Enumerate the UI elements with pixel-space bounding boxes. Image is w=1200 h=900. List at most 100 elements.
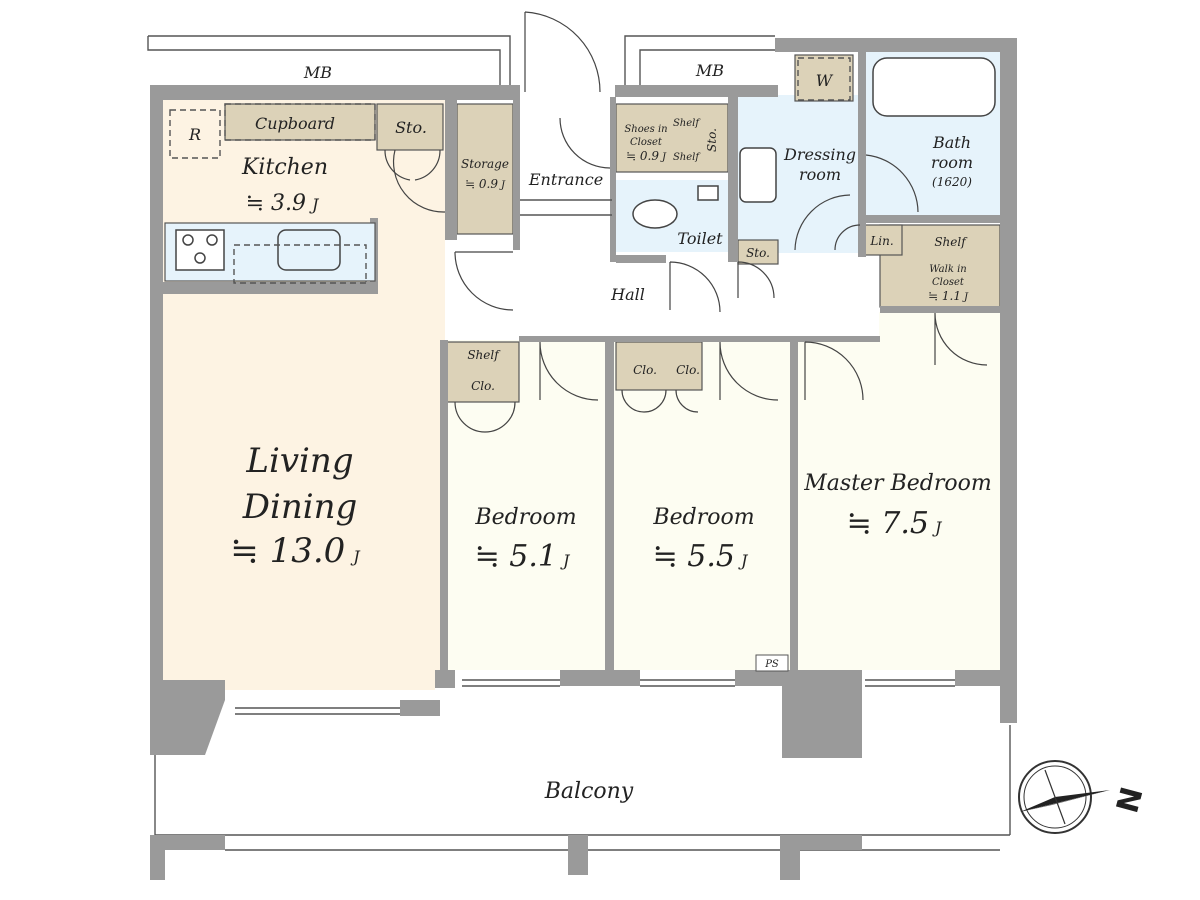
door-hall-living [454, 251, 514, 311]
kitchen-area-value: ≒ 3.9 [246, 191, 306, 216]
wall-bottom-living [400, 700, 440, 716]
compass: N [1018, 760, 1151, 834]
window-living [235, 707, 400, 715]
compass-cross-icon [1044, 769, 1066, 825]
shoes-area-value: ≒ 0.9 [626, 149, 659, 163]
door-kitchen-sto [384, 149, 441, 181]
door-bed2 [719, 341, 779, 401]
bed2-name: Bedroom [652, 505, 754, 530]
bed1-area-unit: J [560, 551, 571, 570]
washbasin [739, 147, 777, 203]
balcony-post-1 [568, 835, 588, 875]
wall-left [150, 85, 163, 690]
door-storage [392, 149, 446, 213]
door-shoes [559, 117, 611, 169]
walkin-area-value: ≒ 1.1 [928, 289, 961, 303]
washer-block [794, 54, 854, 102]
mb-right-label: MB [695, 61, 724, 80]
bath-line2: room [931, 153, 973, 172]
bed1-area-value: ≒ 5.1 [475, 539, 557, 574]
cupboard-label: Cupboard [255, 114, 335, 133]
door-bed2-clo [621, 389, 699, 413]
balcony-parapet [150, 835, 225, 880]
counter-dashed [233, 244, 367, 284]
wall-dressing-right [858, 52, 866, 257]
bathtub [872, 57, 996, 117]
door-master [804, 341, 864, 401]
wall-bed2-master [790, 336, 798, 670]
living-area-unit: J [350, 547, 361, 566]
lin-block [861, 224, 903, 256]
cupboard-outline [224, 103, 376, 141]
storage-area-unit: J [499, 180, 506, 191]
shoes-shelf-bottom: Shelf [673, 152, 701, 163]
dashed-outlines [169, 57, 851, 284]
wall-bottom-b [560, 670, 640, 686]
burner-3 [194, 252, 206, 264]
dressing-line1: Dressing [783, 145, 856, 164]
kitchen-area-unit: J [309, 195, 320, 214]
door-toilet [669, 261, 721, 313]
ps-box [755, 654, 789, 672]
wall-hall-bottom [519, 336, 880, 342]
master-floor [798, 312, 1000, 670]
walkin-area-unit: J [962, 292, 969, 303]
wall-kitchen-bottom [163, 282, 378, 294]
ps-label: PS [764, 659, 779, 670]
bed1-shelf-block [446, 341, 520, 403]
wall-top-left [150, 85, 520, 100]
bed1-name: Bedroom [474, 505, 576, 530]
kitchen-name: Kitchen [241, 155, 328, 180]
toilet-bowl [632, 199, 678, 229]
door-dressing-hall [794, 194, 851, 251]
wall-master-top [880, 306, 1000, 313]
toilet-sink [697, 185, 719, 201]
window-master [865, 679, 955, 687]
door-walkin [934, 312, 988, 366]
washer-label: W [816, 71, 834, 90]
bedroom2-floor [614, 340, 791, 670]
bed1-shelf-label: Shelf [467, 348, 501, 362]
pillar-middle [782, 670, 862, 758]
wall-entrance-left [513, 100, 520, 250]
walkin-line1: Walk in [929, 264, 966, 275]
window-bed1 [462, 679, 560, 687]
living-line2: Dining [242, 487, 358, 527]
fridge-label: R [188, 125, 201, 144]
dressing-line2: room [799, 165, 841, 184]
door-bath [865, 154, 919, 213]
door-bed1-clo [454, 401, 516, 433]
compass-needle-tail-icon [1020, 790, 1110, 812]
bath-line1: Bath [932, 133, 971, 152]
mb-left-outline [147, 35, 511, 85]
window-bed2 [640, 679, 735, 687]
outlines [147, 35, 1011, 880]
doors [384, 11, 988, 433]
wall-bed1-bed2 [605, 340, 614, 670]
bed2-area-value: ≒ 5.5 [653, 539, 735, 574]
mb-right-outline [624, 35, 775, 85]
balcony-floor [155, 690, 1010, 835]
door-lin [834, 224, 861, 251]
fridge-outline [169, 109, 221, 159]
entrance-label: Entrance [528, 170, 603, 189]
bed1-clo-label: Clo. [471, 379, 495, 393]
wall-living-bed1 [440, 340, 448, 680]
lin-label: Lin. [869, 234, 893, 248]
door-entrance [524, 11, 601, 93]
compass-north-label: N [1110, 783, 1150, 816]
mb-left-label: MB [303, 63, 332, 82]
kitchen-sto-block [376, 103, 444, 151]
kitchen-sto-label: Sto. [395, 118, 427, 137]
stove [175, 229, 225, 271]
sink [277, 229, 341, 271]
